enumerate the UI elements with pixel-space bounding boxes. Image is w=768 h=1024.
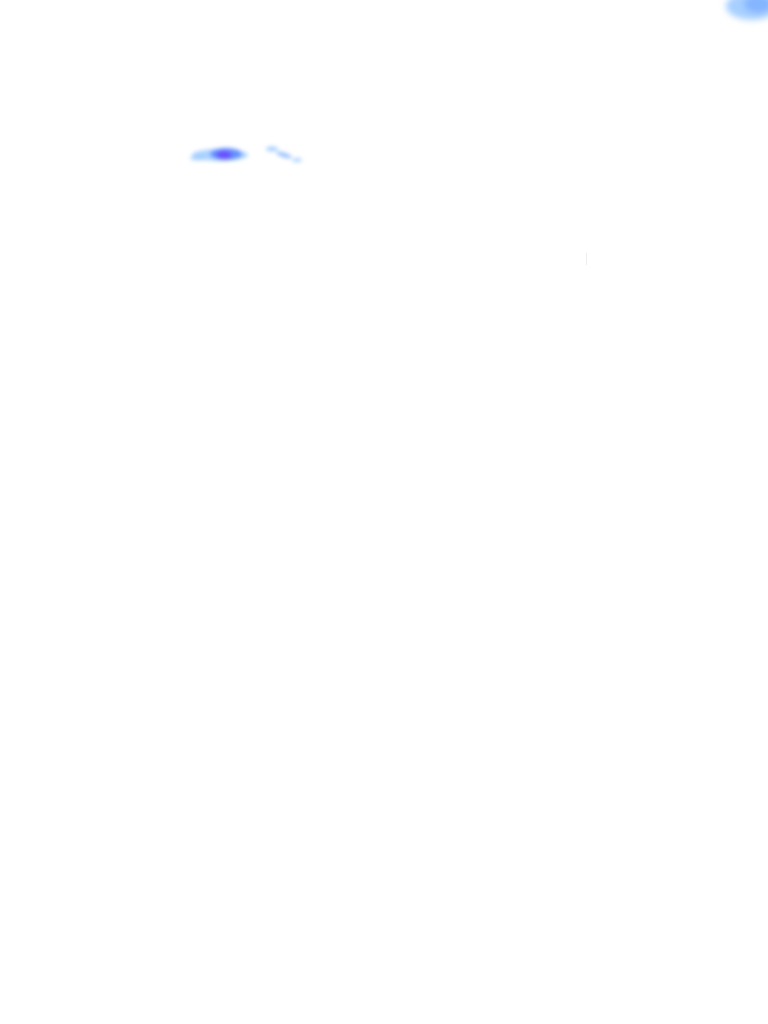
radar-speck — [586, 253, 587, 265]
echo-streak-west — [266, 146, 302, 162]
echo-corner-northeast — [726, 0, 768, 20]
echo-cluster-west — [190, 148, 248, 161]
